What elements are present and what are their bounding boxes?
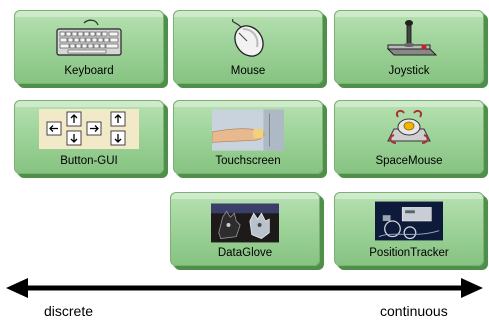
device-tile-joystick: Joystick	[334, 10, 484, 84]
device-label: Button-GUI	[60, 155, 118, 167]
mouse-icon	[231, 19, 264, 57]
touchscreen-icon	[212, 109, 284, 151]
device-label: Mouse	[230, 65, 266, 77]
device-label: Joystick	[388, 65, 430, 77]
device-tile-button-gui: Button-GUI	[14, 100, 164, 174]
keyboard-icon	[56, 19, 122, 56]
device-tile-touchscreen: Touchscreen	[173, 100, 323, 174]
device-tile-spacemouse: SpaceMouse	[334, 100, 484, 174]
device-label: SpaceMouse	[375, 155, 443, 167]
device-label: Touchscreen	[215, 155, 281, 167]
dataglove-icon	[211, 203, 279, 243]
device-label: Keyboard	[64, 65, 114, 77]
joystick-icon	[386, 20, 438, 56]
position-tracker-icon	[375, 201, 443, 241]
device-tile-mouse: Mouse	[173, 10, 323, 84]
device-tile-keyboard: Keyboard	[14, 10, 164, 84]
discrete-continuous-axis-arrow	[6, 278, 483, 298]
device-tile-positiontracker: PositionTracker	[334, 192, 484, 266]
device-label: DataGlove	[217, 247, 273, 259]
axis-label-discrete: discrete	[44, 303, 94, 319]
axis-label-continuous: continuous	[380, 303, 448, 319]
device-tile-dataglove: DataGlove	[170, 192, 320, 266]
spacemouse-icon	[387, 109, 431, 144]
device-label: PositionTracker	[369, 247, 449, 259]
arrow-buttons-icon	[39, 109, 139, 149]
